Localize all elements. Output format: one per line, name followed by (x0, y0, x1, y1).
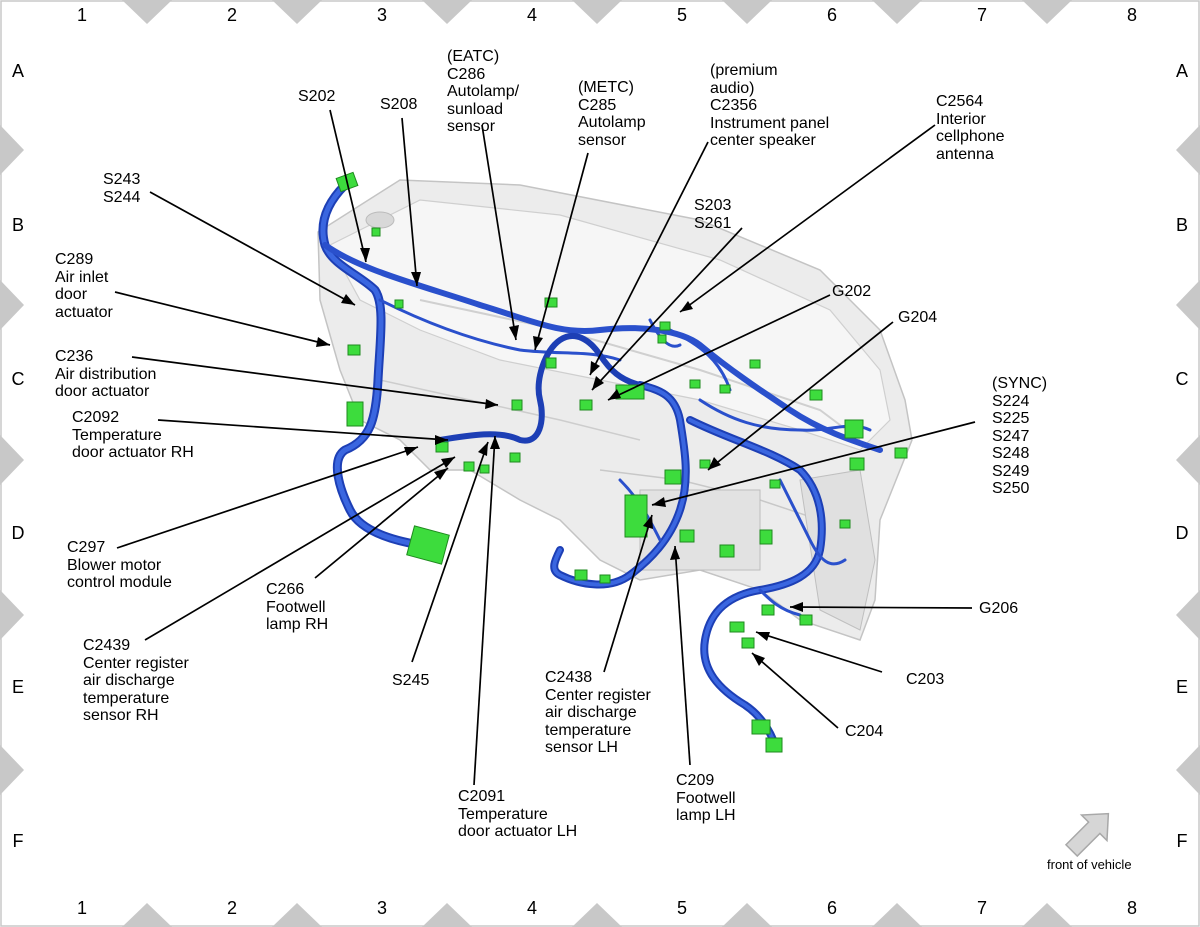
callout-c289: C289 Air inlet door actuator (55, 251, 113, 321)
callout-s245: S245 (392, 672, 430, 689)
grid-row-b-right: B (1175, 215, 1188, 235)
grid-row-e-left: E (11, 677, 24, 697)
callout-c236: C236 Air distribution door actuator (55, 348, 157, 400)
callout-s202: S202 (298, 88, 336, 105)
grid-col-6-top: 6 (826, 5, 837, 25)
callout-c2092: C2092 Temperature door actuator RH (72, 409, 194, 461)
left-border-markers (0, 125, 24, 795)
callout-sync-splices: (SYNC) S224 S225 S247 S248 S249 S250 (992, 375, 1048, 497)
grid-row-c-right: C (1175, 369, 1189, 389)
callout-g206: G206 (979, 600, 1019, 617)
grid-col-6-bottom: 6 (826, 898, 837, 918)
grid-col-2-top: 2 (226, 5, 237, 25)
callout-c285: (METC) C285 Autolamp sensor (578, 79, 646, 149)
callout-c203: C203 (906, 671, 945, 688)
callout-c2438: C2438 Center register air discharge temp… (545, 669, 651, 756)
callout-c297: C297 Blower motor control module (67, 539, 172, 591)
grid-col-4-bottom: 4 (526, 898, 537, 918)
grid-row-e-right: E (1175, 677, 1188, 697)
grid-row-c-left: C (11, 369, 25, 389)
callout-leader-lines (114, 109, 976, 786)
grid-row-d-right: D (1175, 523, 1189, 543)
callout-s208: S208 (380, 96, 418, 113)
top-border-markers (122, 0, 1072, 24)
bottom-border-markers (122, 903, 1072, 927)
grid-row-d-left: D (11, 523, 25, 543)
front-of-vehicle-arrow-icon (1064, 812, 1110, 858)
callout-c2091: C2091 Temperature door actuator LH (458, 788, 578, 840)
grid-row-b-left: B (11, 215, 24, 235)
harness-connectors (335, 171, 908, 753)
callout-c266: C266 Footwell lamp RH (266, 581, 329, 633)
grid-col-3-top: 3 (376, 5, 387, 25)
instrument-panel-illustration (317, 179, 913, 641)
grid-col-7-bottom: 7 (976, 898, 987, 918)
grid-row-a-right: A (1175, 61, 1188, 81)
grid-col-8-bottom: 8 (1126, 898, 1137, 918)
grid-row-f-left: F (12, 831, 24, 851)
callout-g204: G204 (898, 309, 938, 326)
grid-col-1-top: 1 (76, 5, 87, 25)
callout-arrowheads (316, 248, 803, 666)
callout-c2564: C2564 Interior cellphone antenna (936, 93, 1005, 163)
grid-row-f-right: F (1176, 831, 1188, 851)
grid-col-8-top: 8 (1126, 5, 1137, 25)
callout-c209: C209 Footwell lamp LH (676, 772, 736, 824)
grid-row-a-left: A (11, 61, 24, 81)
callout-c286: (EATC) C286 Autolamp/ sunload sensor (447, 48, 520, 135)
grid-col-4-top: 4 (526, 5, 537, 25)
callout-s203-s261: S203 S261 (694, 197, 732, 232)
callout-c204: C204 (845, 723, 884, 740)
grid-col-1-bottom: 1 (76, 898, 87, 918)
grid-col-7-top: 7 (976, 5, 987, 25)
grid-col-5-top: 5 (676, 5, 687, 25)
front-of-vehicle-label: front of vehicle (1047, 857, 1132, 872)
grid-col-5-bottom: 5 (676, 898, 687, 918)
callout-s243-s244: S243 S244 (103, 171, 141, 206)
callout-c2356: (premium audio) C2356 Instrument panel c… (710, 62, 830, 149)
grid-col-3-bottom: 3 (376, 898, 387, 918)
callout-g202: G202 (832, 283, 872, 300)
right-border-markers (1176, 125, 1200, 795)
grid-col-2-bottom: 2 (226, 898, 237, 918)
callout-c2439: C2439 Center register air discharge temp… (83, 637, 189, 724)
